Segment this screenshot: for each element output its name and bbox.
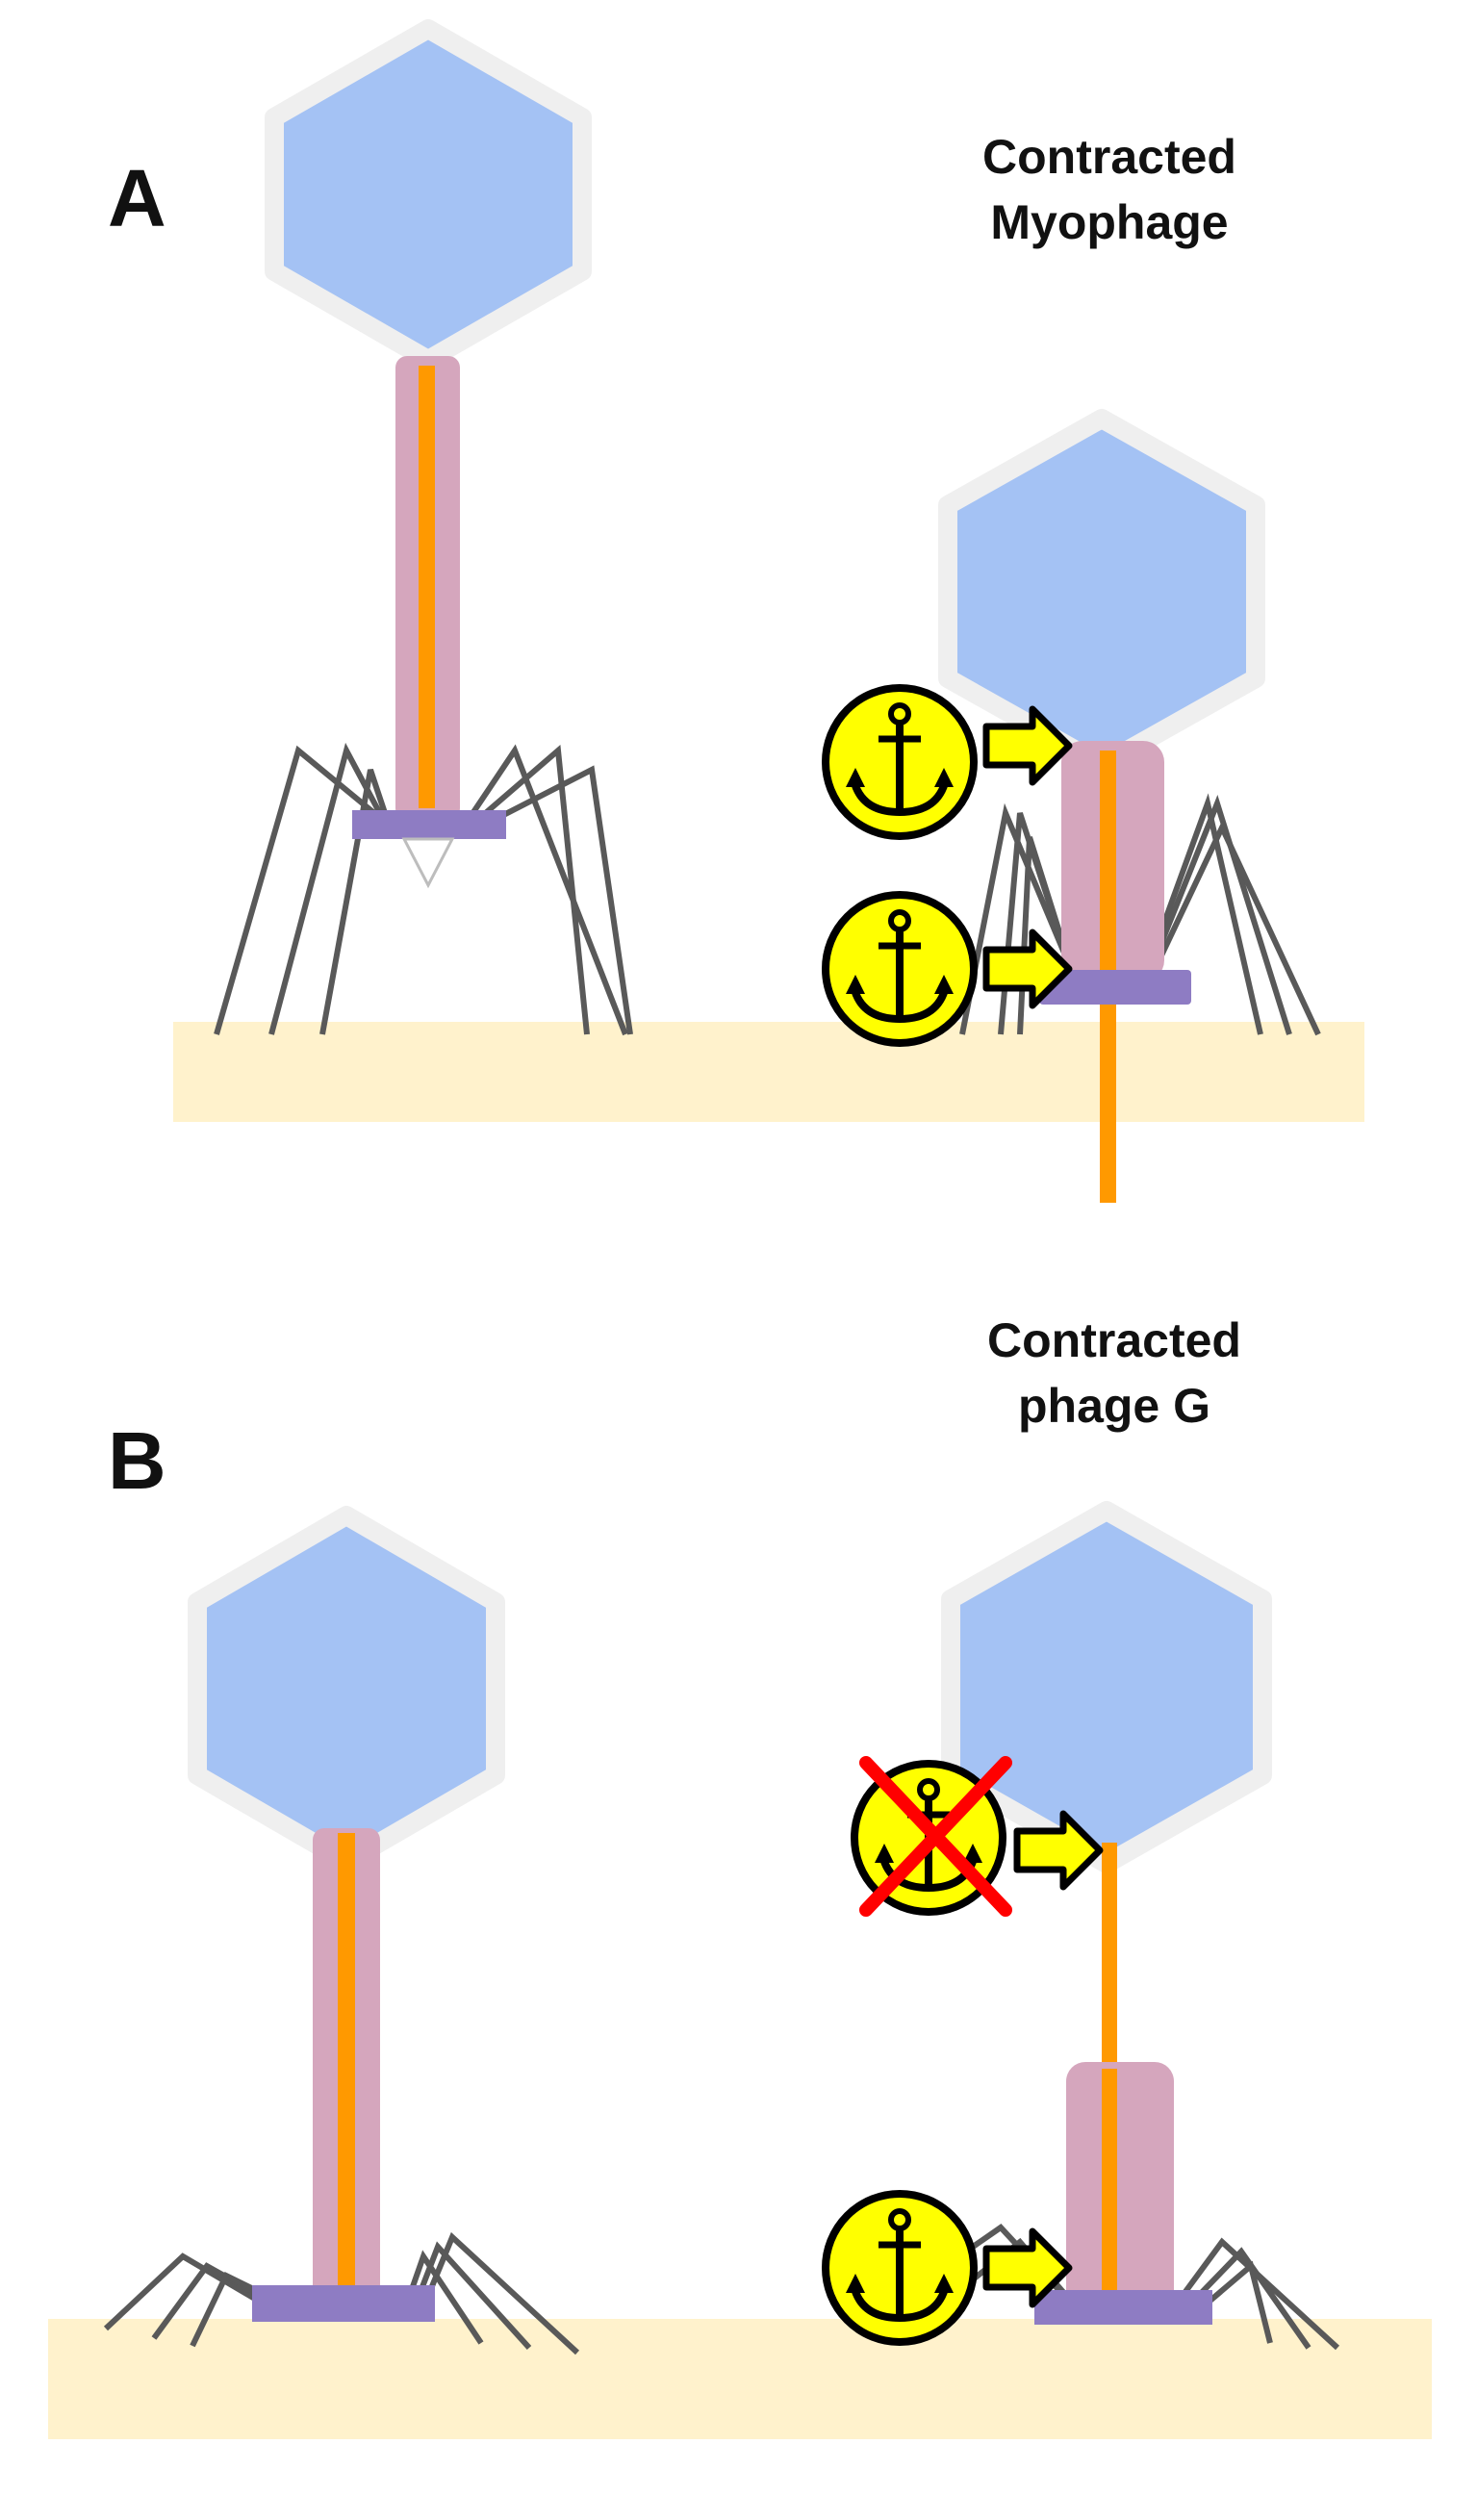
anchor-icon [826, 688, 974, 836]
anchor-marker-absent [854, 1756, 1100, 1917]
panel-b: B Contracted phage G [48, 1313, 1432, 2439]
tail-tube [419, 366, 435, 808]
tail-tube-inside-sheath [1102, 2069, 1117, 2304]
tail-fibers [214, 742, 633, 1036]
panel-b-caption-line-2: phage G [1018, 1379, 1210, 1433]
host-membrane-a [173, 1022, 1364, 1122]
tail-tube [338, 1833, 355, 2290]
panel-a-caption-line-1: Contracted [982, 130, 1236, 184]
anchor-marker-top [826, 688, 1069, 836]
capsid [265, 19, 592, 369]
baseplate [252, 2285, 435, 2322]
baseplate [1034, 2290, 1212, 2325]
cross-mark-icon [859, 1756, 1012, 1917]
baseplate [352, 810, 506, 839]
contracted-phage-g [936, 1501, 1340, 2351]
extended-phage-g [103, 1506, 580, 2355]
panel-a: A Contracted Myophage [108, 19, 1364, 1203]
anchor-icon [826, 2194, 974, 2342]
host-membrane-b [48, 2319, 1432, 2439]
anchor-marker-bottom [826, 895, 1069, 1043]
extended-myophage [214, 19, 633, 1036]
capsid [938, 409, 1265, 775]
panel-b-caption-line-1: Contracted [987, 1313, 1241, 1367]
panel-a-caption-line-2: Myophage [990, 195, 1228, 249]
tail-sheath [1066, 2062, 1174, 2309]
panel-b-letter: B [108, 1415, 166, 1506]
panel-a-letter: A [108, 153, 166, 243]
baseplate [1039, 970, 1191, 1005]
capsid [188, 1506, 505, 1871]
anchor-icon [826, 895, 974, 1043]
tail-spike [401, 837, 455, 889]
